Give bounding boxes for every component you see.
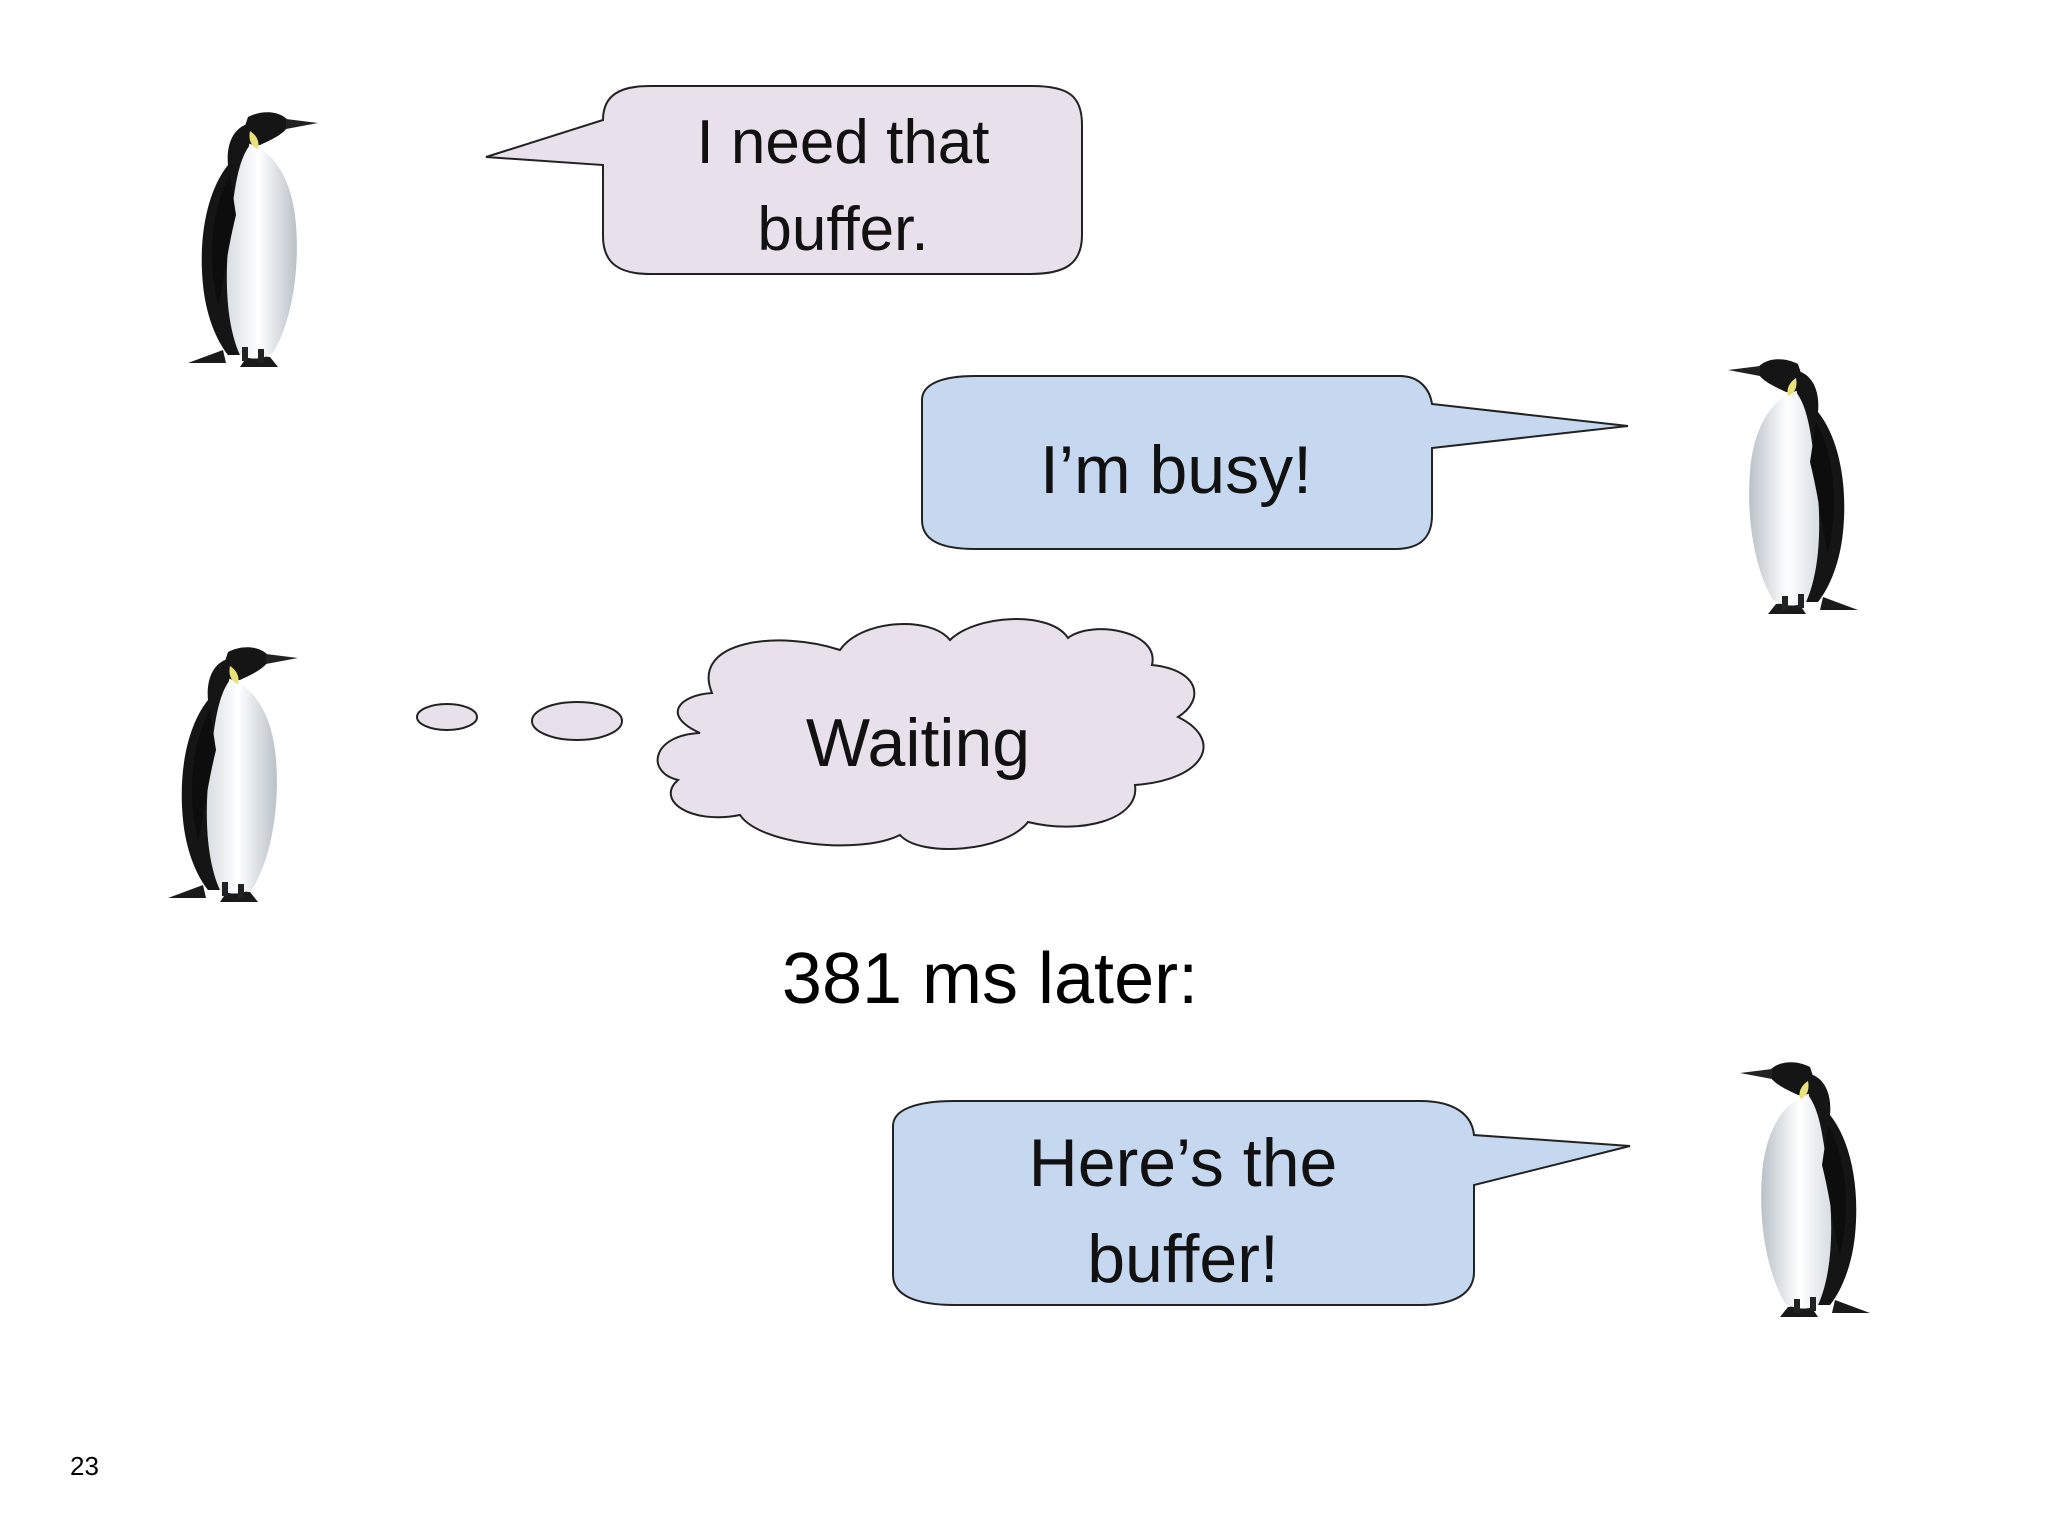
penguin-waiting-image [168,647,298,902]
speech-bubble-request-line1: I need that [696,108,989,177]
time-caption: 381 ms later: [782,939,1198,1019]
thought-cloud-text: Waiting [806,705,1030,781]
thought-dot-small [416,703,478,731]
penguin-reply-image [1740,1062,1870,1317]
thought-cloud-waiting: Waiting [656,618,1205,850]
speech-bubble-request-shape [485,85,1083,275]
penguin-requester-image [188,112,318,367]
speech-bubble-reply-shape [892,1100,1631,1306]
speech-bubble-reply-line1: Here’s the [1029,1125,1338,1201]
speech-bubble-reply: Here’s the buffer! [892,1100,1631,1306]
speech-bubble-busy-shape [921,375,1629,550]
speech-bubble-request: I need that buffer. [485,85,1083,275]
speech-bubble-reply-line2: buffer! [1087,1221,1279,1297]
speech-bubble-busy: I’m busy! [921,375,1629,550]
speech-bubble-busy-line1: I’m busy! [1040,432,1312,508]
speech-bubble-request-line2: buffer. [757,195,928,264]
page-number: 23 [70,1451,99,1481]
thought-dot-large [531,701,623,741]
penguin-busy-image [1728,359,1858,614]
thought-cloud-shape [656,618,1205,850]
